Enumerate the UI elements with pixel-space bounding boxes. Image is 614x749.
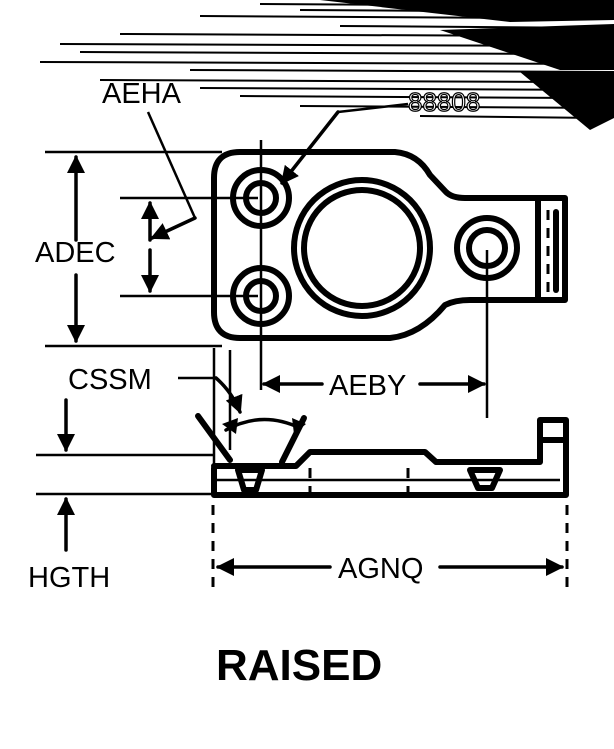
dimension-hgth bbox=[36, 398, 214, 552]
label-hgth: HGTH bbox=[28, 562, 110, 594]
label-cssm: CSSM bbox=[68, 364, 152, 396]
caption-raised: RAISED bbox=[216, 641, 382, 690]
dimension-agnq bbox=[211, 505, 569, 595]
center-bore-outer bbox=[291, 177, 433, 319]
center-bore-inner bbox=[301, 187, 423, 309]
dimension-adec bbox=[45, 150, 258, 348]
label-top-right: 88808 bbox=[408, 87, 480, 117]
label-aeby: AEBY bbox=[329, 370, 406, 402]
bracket-side-view bbox=[195, 348, 569, 498]
label-adec: ADEC bbox=[35, 237, 116, 269]
scan-streaks bbox=[39, 0, 614, 130]
label-aeha: AEHA bbox=[102, 78, 182, 110]
label-agnq: AGNQ bbox=[338, 553, 423, 585]
leader-lines bbox=[146, 102, 409, 414]
